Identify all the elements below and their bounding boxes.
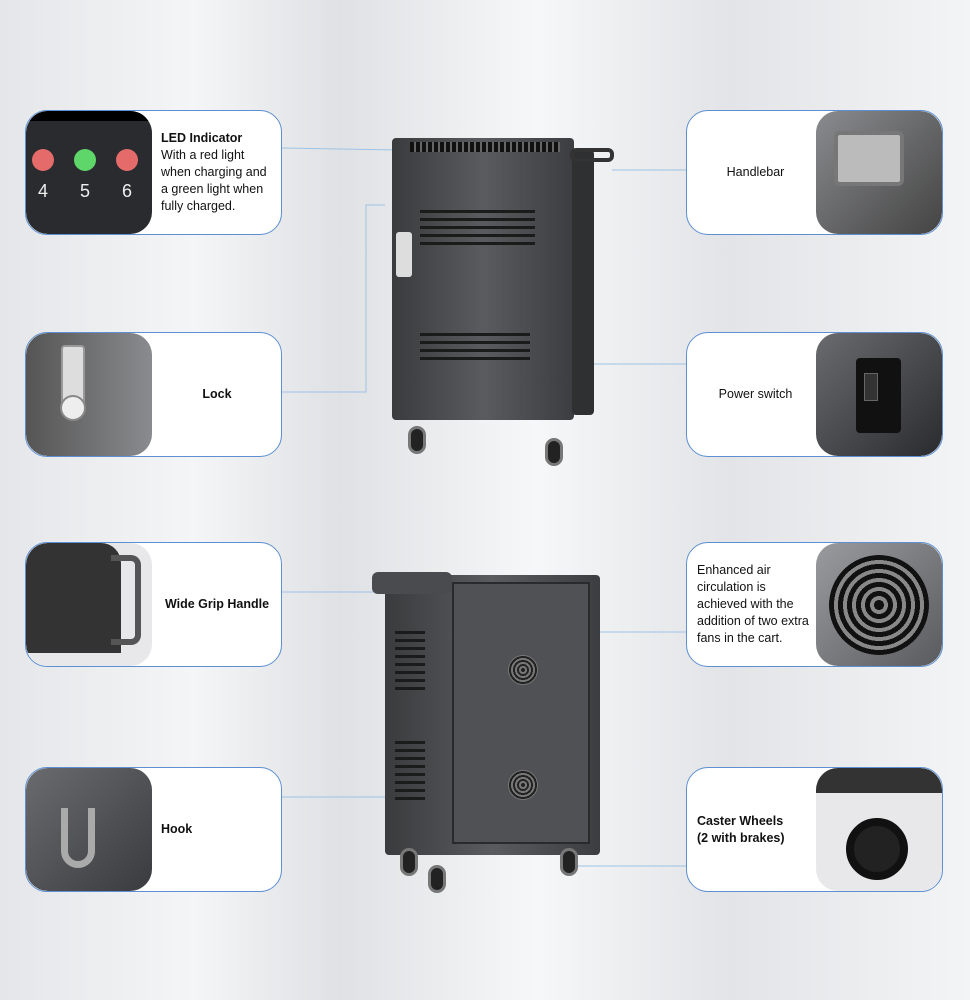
fan-image xyxy=(816,543,942,666)
red-led-icon xyxy=(32,149,54,171)
callout-label: Lock xyxy=(202,387,232,401)
callout-title: LED Indicator xyxy=(161,131,243,145)
lock-image xyxy=(26,333,152,456)
callout-label: Wide Grip Handle xyxy=(164,597,270,611)
callout-fans: Enhanced air circulation is achieved wit… xyxy=(686,542,943,667)
callout-wide-grip-handle: Wide Grip Handle xyxy=(25,542,282,667)
callout-label: Handlebar xyxy=(726,165,785,179)
callout-caster-wheels: Caster Wheels (2 with brakes) xyxy=(686,767,943,892)
callout-label: Power switch xyxy=(718,387,793,401)
power-switch-image xyxy=(816,333,942,456)
callout-body: With a red light when charging and a gre… xyxy=(161,148,267,213)
callout-title: Caster Wheels xyxy=(697,813,784,828)
callout-power-switch: Power switch xyxy=(686,332,943,457)
callout-lock: Lock xyxy=(25,332,282,457)
grip-handle-image xyxy=(26,543,152,666)
green-led-icon xyxy=(74,149,96,171)
red-led-icon xyxy=(116,149,138,171)
hook-image xyxy=(26,768,152,891)
callout-subtitle: (2 with brakes) xyxy=(697,830,785,845)
led-indicator-image: 4 5 6 xyxy=(26,111,152,234)
callout-body: Enhanced air circulation is achieved wit… xyxy=(697,563,809,645)
caster-wheel-image xyxy=(816,768,942,891)
callout-label: Hook xyxy=(161,822,193,836)
callout-hook: Hook xyxy=(25,767,282,892)
handlebar-image xyxy=(816,111,942,234)
led-number: 6 xyxy=(122,181,133,201)
callout-handlebar: Handlebar xyxy=(686,110,943,235)
led-number: 5 xyxy=(80,181,91,201)
led-number: 4 xyxy=(38,181,49,201)
